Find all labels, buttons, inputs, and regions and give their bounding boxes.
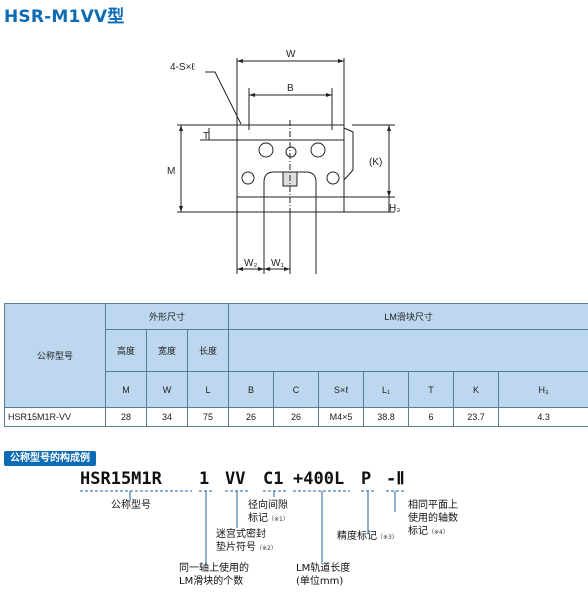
screw-left — [258, 142, 274, 158]
code-count: 1 — [199, 469, 210, 489]
note-accuracy: 精度标记（※3） — [337, 531, 398, 542]
note-seal: 迷宫式密封 垫片符号（※2） — [216, 529, 277, 553]
dimension-drawing: W B 4-S×ℓ T M (K) H₃ W₂ W₁ — [167, 49, 400, 274]
code-seal: VV — [225, 469, 246, 489]
cell-c: 26 — [273, 407, 320, 427]
section-badge: 公称型号的构成例 — [4, 451, 96, 466]
header-length: 长度 — [186, 329, 230, 372]
cell-l1: 38.8 — [363, 407, 410, 427]
header-outer: 外形尺寸 — [104, 303, 230, 330]
header-block: LM滑块尺寸 — [228, 303, 588, 330]
code-rail: +400L — [293, 469, 345, 489]
cell-t: 6 — [408, 407, 455, 427]
dim-w2: W₂ — [244, 258, 257, 269]
cell-b: 26 — [228, 407, 275, 427]
note-rail: LM轨道长度 (单位mm) — [296, 563, 351, 587]
sym-k: K — [453, 371, 500, 408]
cell-m: 28 — [105, 407, 147, 427]
header-height: 高度 — [105, 329, 147, 372]
sym-t: T — [408, 371, 455, 408]
dim-k: (K) — [369, 157, 382, 168]
dim-w: W — [286, 49, 296, 60]
side-nipple-left — [241, 171, 255, 185]
side-nipple-right — [326, 171, 340, 185]
dim-b: B — [287, 83, 294, 94]
header-model: 公称型号 — [4, 303, 106, 408]
sym-l: L — [186, 371, 230, 408]
cell-w: 34 — [146, 407, 188, 427]
cell-l: 75 — [186, 407, 230, 427]
note-count: 同一轴上使用的 LM滑块的个数 — [179, 563, 249, 587]
screw-center — [285, 146, 297, 158]
table-row: HSR15M1R-VV 28 34 75 26 26 M4×5 38.8 6 2… — [4, 407, 588, 427]
code-accuracy: P — [361, 469, 372, 489]
spec-table: 公称型号 外形尺寸 LM滑块尺寸 高度 宽度 长度 M W L B C S×ℓ … — [4, 303, 588, 427]
cell-k: 23.7 — [453, 407, 500, 427]
sym-m: M — [105, 371, 147, 408]
header-width: 宽度 — [146, 329, 188, 372]
dim-t: T — [203, 131, 209, 142]
dim-h3: H₃ — [389, 203, 400, 214]
note-clearance: 径向间隙 标记（※1） — [248, 500, 289, 524]
cell-model: HSR15M1R-VV — [4, 407, 106, 427]
screw-right — [310, 142, 326, 158]
code-model: HSR15M1R — [80, 469, 162, 489]
note-axes: 相同平面上 使用的轴数 标记（※4） — [408, 500, 458, 537]
sym-h3: H₃ — [498, 371, 588, 408]
dim-w1: W₁ — [271, 258, 284, 269]
dim-hole: 4-S×ℓ — [170, 62, 195, 73]
sym-s: S×ℓ — [318, 371, 365, 408]
sym-b: B — [228, 371, 275, 408]
dim-m: M — [167, 166, 175, 177]
code-axes: -Ⅱ — [386, 469, 405, 489]
code-clearance: C1 — [263, 469, 284, 489]
sym-l1: L₁ — [363, 371, 410, 408]
note-model: 公称型号 — [111, 500, 151, 511]
page-title: HSR-M1VV型 — [4, 7, 125, 27]
cell-h3: 4.3 — [498, 407, 588, 427]
